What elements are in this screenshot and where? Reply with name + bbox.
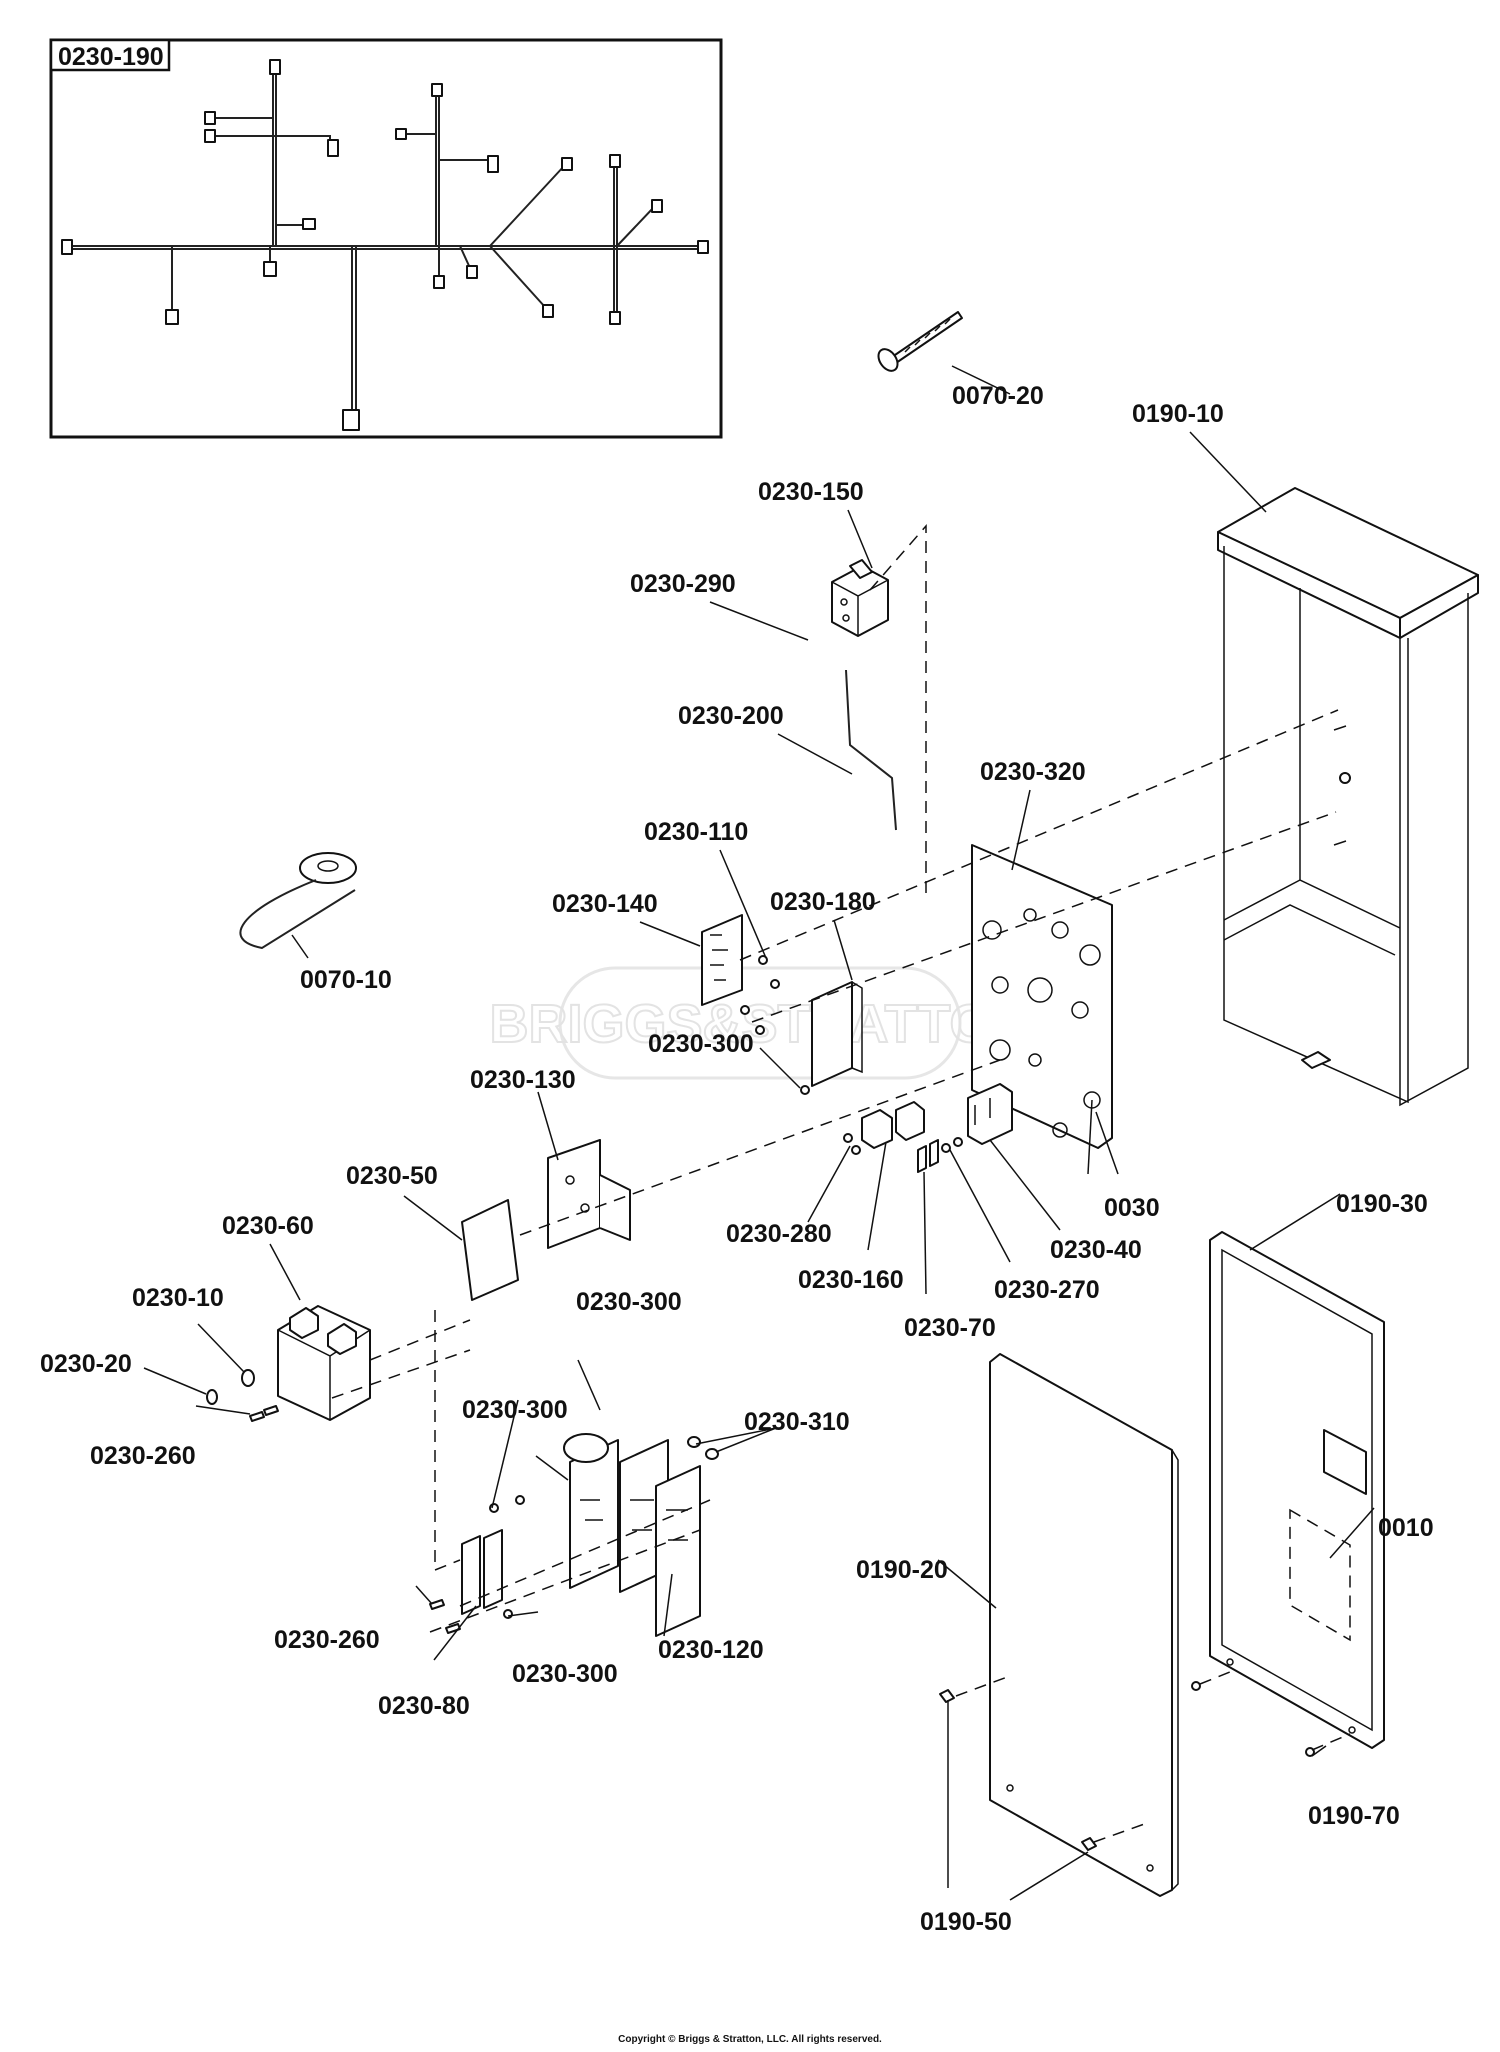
inset-wire-harness: 0230-190: [49, 38, 723, 439]
plate-0230-180: [811, 981, 863, 1087]
label-0070-10: 0070-10: [300, 966, 392, 994]
label-0190-10: 0190-10: [1132, 400, 1224, 428]
label-0230-130: 0230-130: [470, 1066, 576, 1094]
label-0230-20: 0230-20: [40, 1350, 132, 1378]
label-0230-270: 0230-270: [994, 1276, 1100, 1304]
fasteners-left: [206, 1369, 279, 1422]
label-0010: 0010: [1378, 1514, 1434, 1542]
copyright-notice: Copyright © Briggs & Stratton, LLC. All …: [618, 2034, 882, 2045]
label-0230-60: 0230-60: [222, 1212, 314, 1240]
explosion-lines: [331, 524, 1351, 1843]
label-0230-310: 0230-310: [744, 1408, 850, 1436]
label-0230-260-lower: 0230-260: [274, 1626, 380, 1654]
board-0230-140: [701, 914, 743, 1006]
label-0230-110: 0230-110: [644, 818, 748, 846]
label-0230-10: 0230-10: [132, 1284, 224, 1312]
label-0230-50: 0230-50: [346, 1162, 438, 1190]
label-0230-300-middle: 0230-300: [576, 1288, 682, 1316]
label-0230-160: 0230-160: [798, 1266, 904, 1294]
label-0230-150: 0230-150: [758, 478, 864, 506]
label-0190-30: 0190-30: [1336, 1190, 1428, 1218]
label-0230-300-lower-a: 0230-300: [462, 1396, 568, 1424]
label-0230-260-upper: 0230-260: [90, 1442, 196, 1470]
label-0230-140: 0230-140: [552, 890, 658, 918]
inset-label: 0230-190: [58, 43, 164, 71]
label-0230-300-lower-b: 0230-300: [512, 1660, 618, 1688]
assembly-0230-120: [563, 1433, 701, 1637]
watermark-text: BRIGGS&STRATTON: [489, 994, 1030, 1054]
leader-lines: [143, 365, 1375, 1901]
toroid-0070-10: [239, 852, 357, 950]
screw-0070-20: [877, 311, 963, 372]
label-0230-290: 0230-290: [630, 570, 736, 598]
enclosure-0190-10: [1217, 487, 1479, 1107]
small-screws: [740, 955, 810, 1095]
terminal-parts: [843, 1083, 1013, 1173]
label-0230-40: 0230-40: [1050, 1236, 1142, 1264]
watermark: BRIGGS&STRATTON: [488, 966, 1032, 1080]
fasteners-right: [939, 1681, 1315, 1851]
label-0070-20: 0070-20: [952, 382, 1044, 410]
label-0230-200: 0230-200: [678, 702, 784, 730]
label-0230-120: 0230-120: [658, 1636, 764, 1664]
cover-0190-30: [1209, 1231, 1385, 1749]
label-0190-20: 0190-20: [856, 1556, 948, 1584]
label-0230-180: 0230-180: [770, 888, 876, 916]
fasteners-bottom: [429, 1436, 719, 1634]
panel-0230-320: [971, 844, 1113, 1149]
contactor-0230-60: [277, 1305, 371, 1421]
label-0230-320: 0230-320: [980, 758, 1086, 786]
bracket-0230-130: [547, 1139, 631, 1249]
label-0190-70: 0190-70: [1308, 1802, 1400, 1830]
relay-0230-150: [831, 559, 889, 637]
label-0230-280: 0230-280: [726, 1220, 832, 1248]
label-0230-300-upper: 0230-300: [648, 1030, 754, 1058]
part-labels: 0070-20 0190-10 0230-150 0230-290 0230-2…: [40, 382, 1434, 1936]
label-0230-70: 0230-70: [904, 1314, 996, 1342]
label-0190-50: 0190-50: [920, 1908, 1012, 1936]
plate-0230-50: [461, 1199, 519, 1301]
door-0190-20: [989, 1353, 1179, 1897]
label-0230-80: 0230-80: [378, 1692, 470, 1720]
rod-0230-200: [845, 669, 897, 831]
plate-0230-80: [461, 1529, 503, 1615]
label-0030: 0030: [1104, 1194, 1160, 1222]
